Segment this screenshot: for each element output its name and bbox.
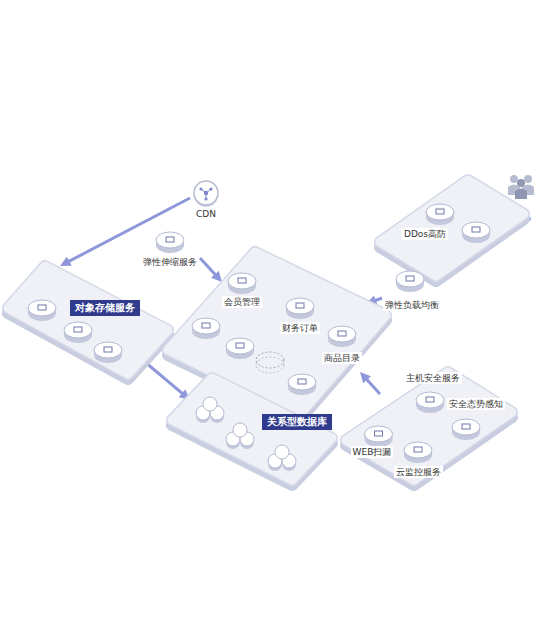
- service-node: 云监控服务: [392, 440, 444, 478]
- service-label: 会员管理: [222, 296, 262, 308]
- panel-shape: [190, 384, 332, 480]
- service-panel: 主机安全服务安全态势感知WEB扫漏云监控服务: [380, 386, 510, 472]
- service-panel: DDos高防: [392, 196, 484, 250]
- service-label: 弹性伸缩服务: [141, 256, 199, 268]
- service-label: CDN: [194, 208, 218, 220]
- service-node: 弹性负载均衡: [382, 266, 442, 311]
- service-node: CDN: [190, 178, 222, 220]
- panel-title: 关系型数据库: [262, 414, 332, 430]
- flow-arrow: [64, 198, 190, 264]
- service-label: 主机安全服务: [404, 372, 462, 384]
- service-panel: 关系型数据库: [190, 384, 332, 480]
- service-node: WEB扫漏: [350, 426, 395, 458]
- panel-title: DDos高防: [402, 228, 448, 240]
- service-panel: 对象存储服务: [8, 266, 168, 362]
- service-panel: 会员管理财务订单商品目录: [214, 282, 366, 372]
- service-node: 会员管理: [218, 270, 266, 308]
- service-node: 商品目录: [318, 322, 366, 364]
- flow-arrow: [363, 375, 380, 394]
- service-label: 云监控服务: [394, 466, 443, 478]
- flow-arrow: [200, 258, 219, 279]
- service-label: 弹性负载均衡: [383, 299, 441, 311]
- service-node: 安全态势感知: [446, 398, 506, 440]
- service-label: 商品目录: [322, 352, 362, 364]
- service-node: 财务订单: [276, 294, 324, 334]
- service-node: 弹性伸缩服务: [140, 228, 200, 268]
- panel-shape: [392, 196, 484, 250]
- service-label: 财务订单: [280, 322, 320, 334]
- service-label: WEB扫漏: [351, 446, 394, 458]
- service-label: 安全态势感知: [447, 398, 505, 410]
- panel-title: 对象存储服务: [70, 300, 140, 316]
